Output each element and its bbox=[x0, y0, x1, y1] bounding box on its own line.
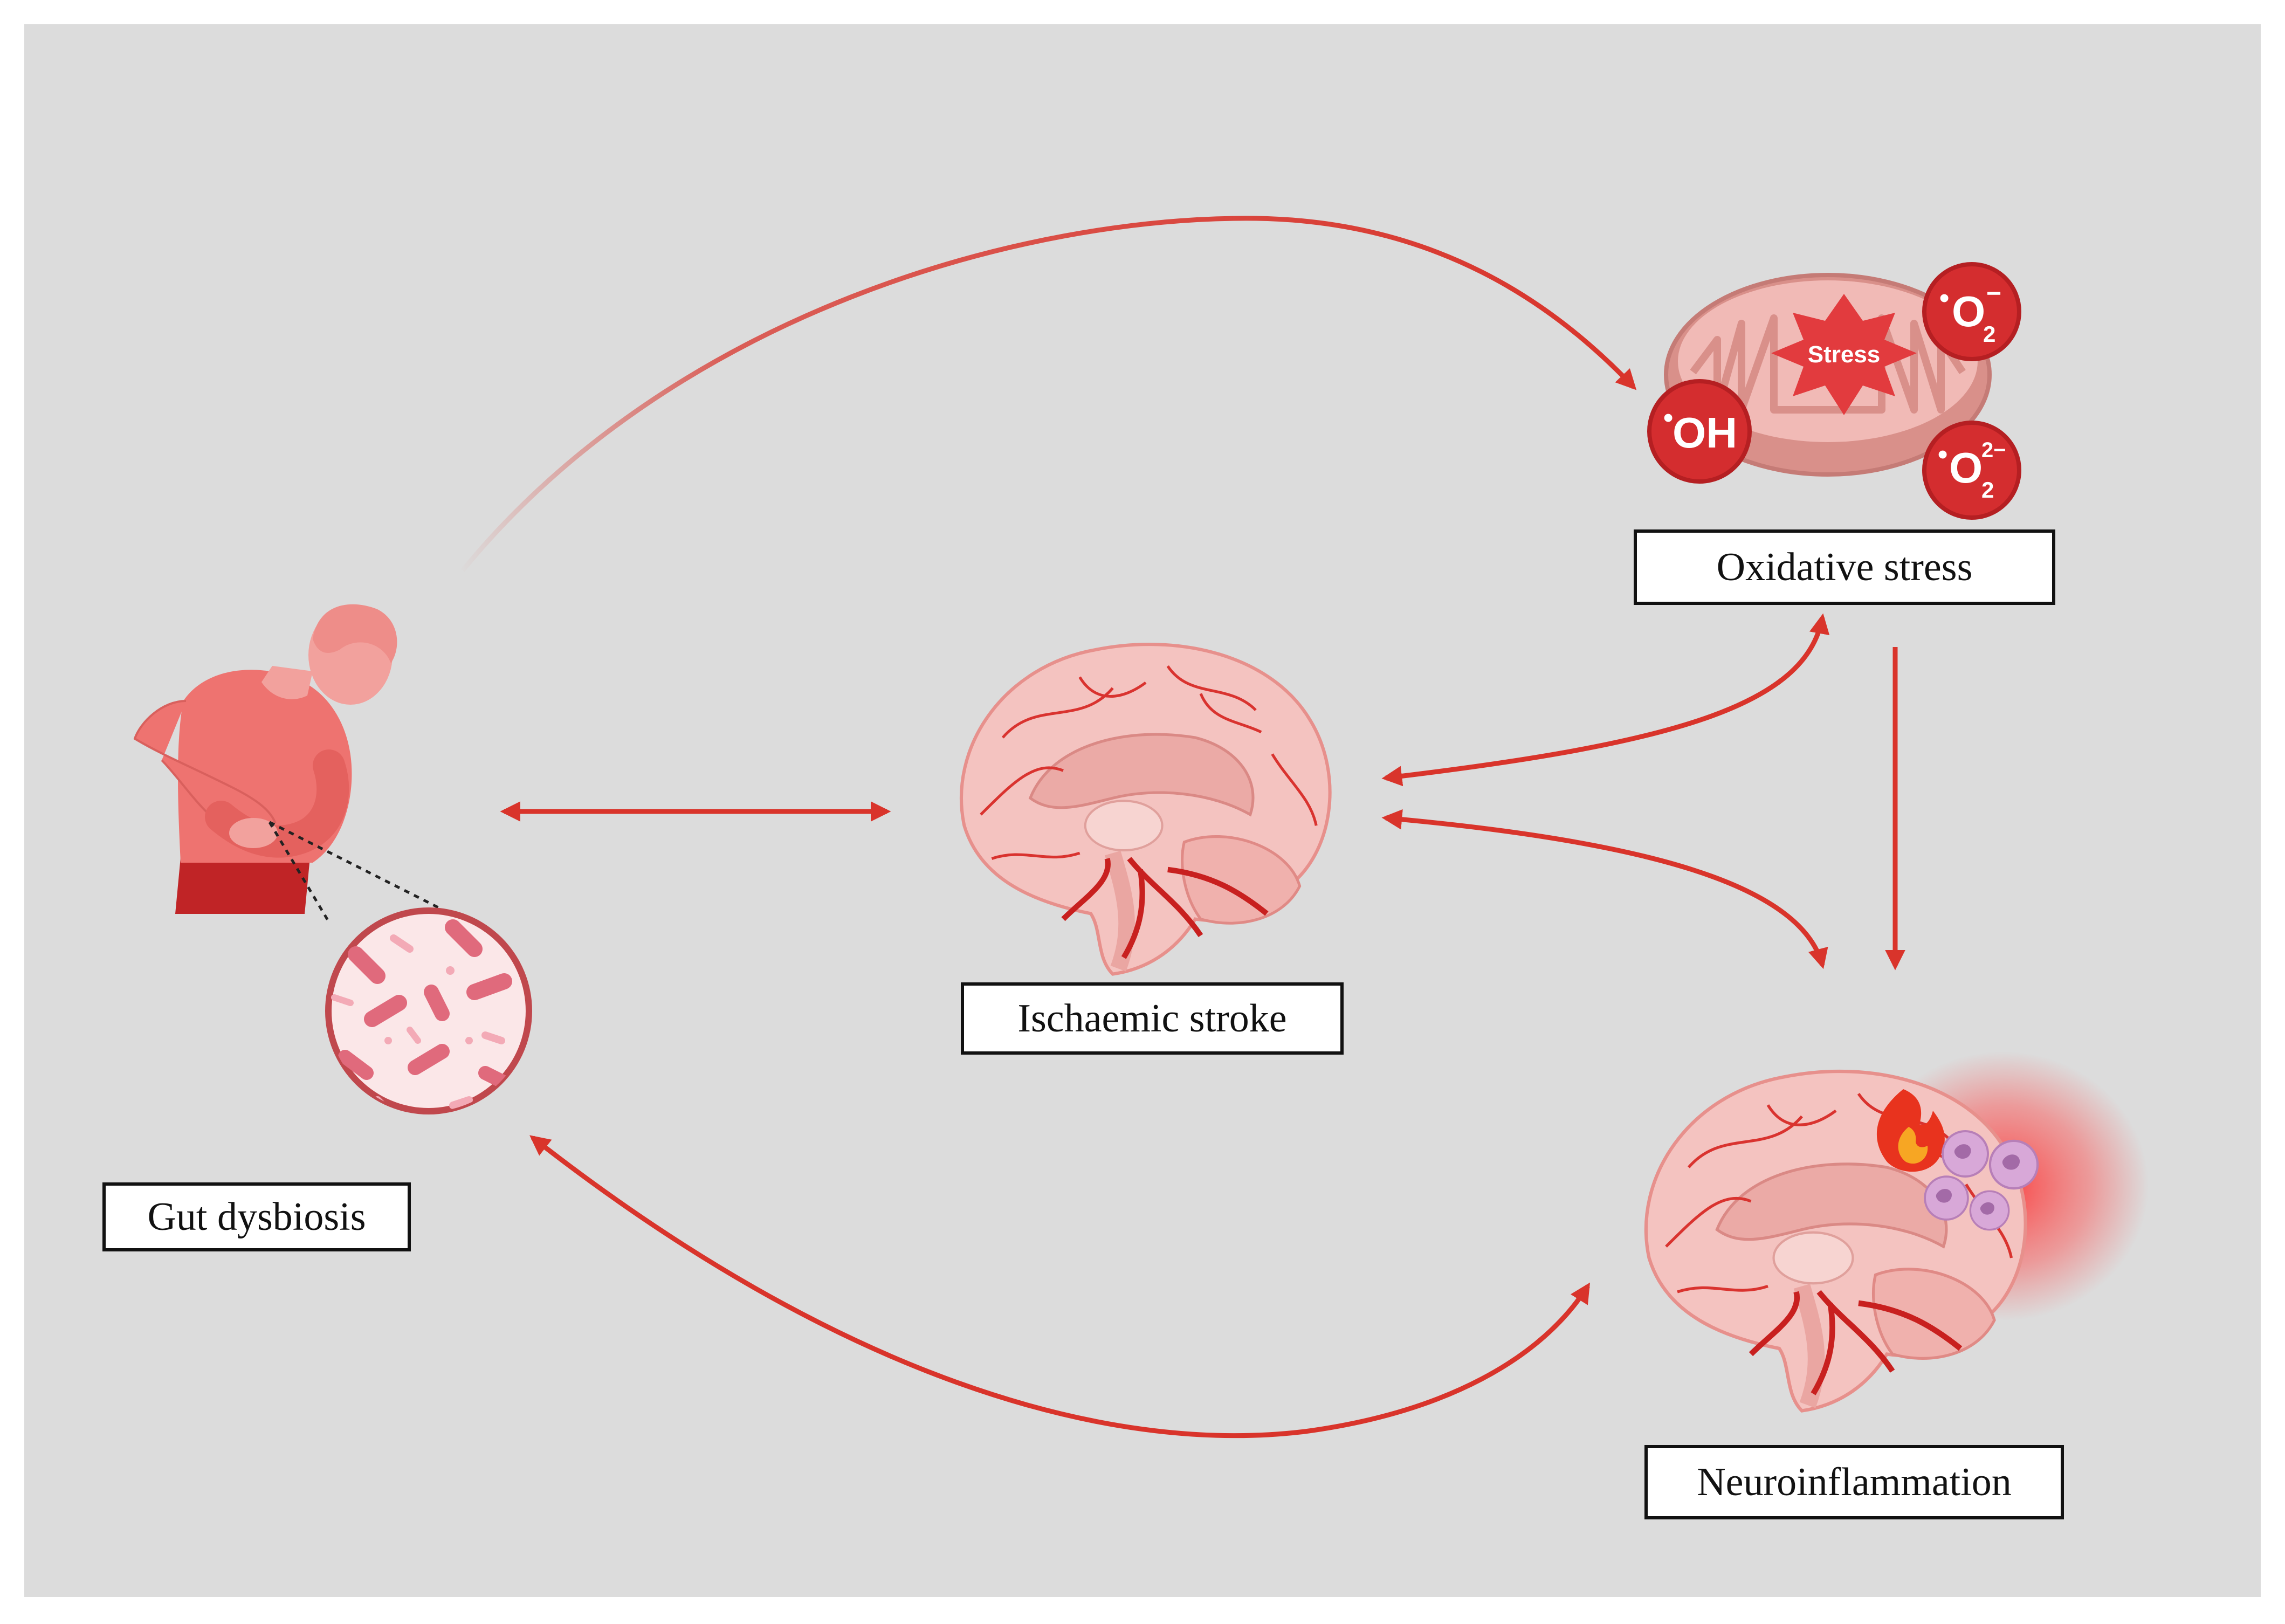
svg-text:2: 2 bbox=[1981, 477, 1994, 503]
svg-text:•: • bbox=[1663, 402, 1673, 433]
mitochondrion-icon: Stress • O 2 − • OH • O 2 2− bbox=[1647, 262, 2021, 520]
arrow-stroke-oxidative-bidirectional bbox=[1381, 613, 1830, 787]
label-neuroinflammation: Neuroinflammation bbox=[1644, 1445, 2064, 1519]
bacteria-magnifier-icon bbox=[268, 821, 532, 1114]
svg-text:•: • bbox=[1939, 283, 1949, 314]
label-gut-dysbiosis: Gut dysbiosis bbox=[102, 1182, 411, 1251]
inflamed-brain-icon bbox=[1646, 1051, 2149, 1411]
svg-text:O: O bbox=[1952, 287, 1985, 335]
arrows bbox=[460, 216, 1905, 1439]
arrow-stroke-neuroinflammation-bidirectional bbox=[1381, 809, 1828, 969]
svg-text:OH: OH bbox=[1673, 409, 1737, 457]
arrow-neuroinflammation-gut-bidirectional bbox=[529, 1135, 1591, 1439]
svg-text:•: • bbox=[1938, 439, 1947, 470]
svg-text:O: O bbox=[1949, 444, 1983, 492]
patient-abdominal-pain-icon bbox=[133, 604, 397, 914]
label-ischaemic-stroke: Ischaemic stroke bbox=[961, 982, 1344, 1055]
svg-text:2: 2 bbox=[1983, 321, 1995, 347]
stress-burst-icon bbox=[1771, 294, 1917, 415]
svg-text:2−: 2− bbox=[1981, 438, 2006, 462]
mitochondrion-stress-label: Stress bbox=[1808, 341, 1881, 368]
brain-icon bbox=[961, 644, 1330, 974]
arrow-gut-to-oxidative bbox=[460, 216, 1637, 572]
superoxide-radical-icon: • O 2 − bbox=[1922, 262, 2021, 361]
svg-text:−: − bbox=[1986, 279, 2001, 308]
peroxide-radical-icon: • O 2 2− bbox=[1922, 421, 2021, 520]
label-oxidative-stress: Oxidative stress bbox=[1634, 529, 2055, 605]
hydroxyl-radical-icon: • OH bbox=[1647, 379, 1752, 484]
